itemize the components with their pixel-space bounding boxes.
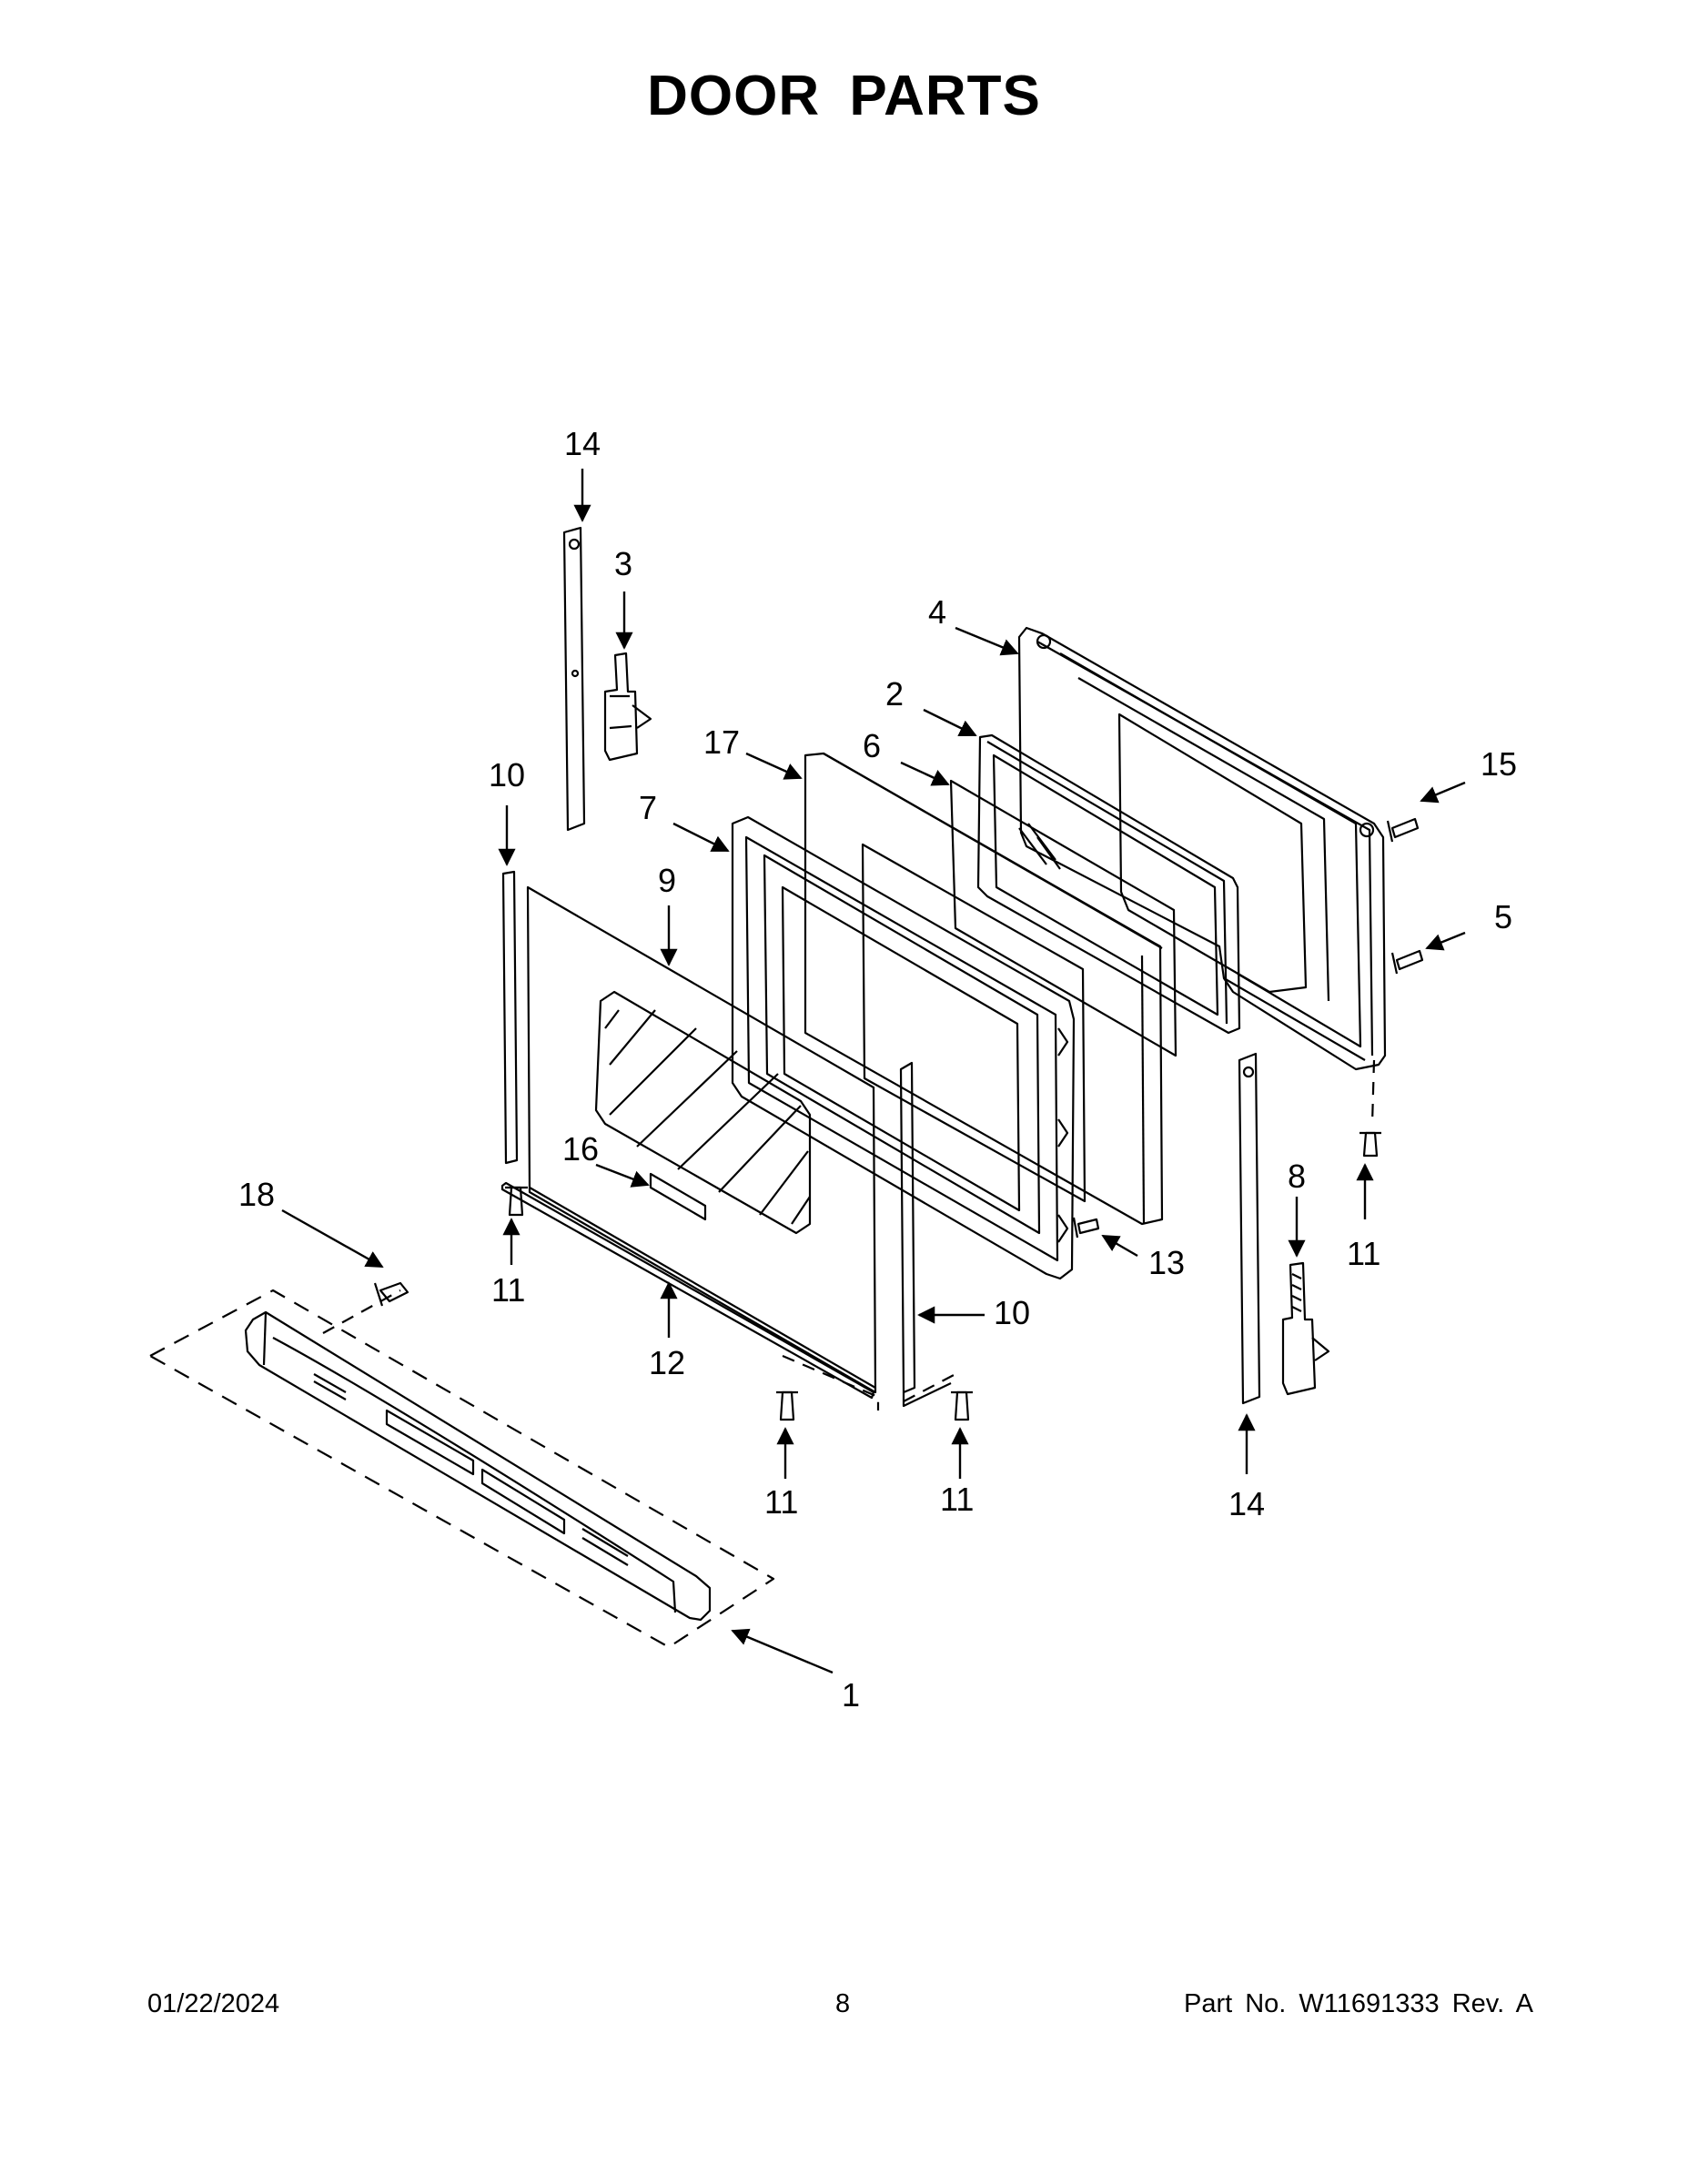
callout-11-right: 11 xyxy=(1347,1235,1380,1272)
callout-6: 6 xyxy=(863,727,881,764)
callout-2: 2 xyxy=(885,675,904,713)
screw-18 xyxy=(373,1281,409,1307)
screw-11-a xyxy=(505,1186,528,1217)
footer-date: 01/22/2024 xyxy=(147,1989,280,2018)
callout-15: 15 xyxy=(1481,745,1517,783)
hinge-bracket-right xyxy=(1238,1052,1261,1405)
door-handle xyxy=(244,1310,712,1622)
footer-page-number: 8 xyxy=(835,1989,851,2018)
door-hinge-left xyxy=(603,652,652,762)
callout-7: 7 xyxy=(639,789,657,826)
callout-3: 3 xyxy=(614,545,632,582)
assembly-lines xyxy=(322,1059,1376,1410)
callout-10-right: 10 xyxy=(994,1294,1030,1331)
callout-12: 12 xyxy=(649,1344,685,1381)
door-insulation xyxy=(804,752,1164,1226)
screw-11-b xyxy=(1359,1131,1381,1158)
brand-badge xyxy=(649,1172,707,1221)
bottom-trim-strip xyxy=(500,1181,875,1400)
page-title: DOOR PARTS xyxy=(647,65,1041,127)
callout-14-top: 14 xyxy=(564,425,601,462)
door-hinge-right xyxy=(1281,1261,1330,1396)
door-middle-panel xyxy=(861,843,1087,1203)
callout-16: 16 xyxy=(562,1130,599,1168)
callout-5: 5 xyxy=(1494,898,1512,935)
callout-14-bottom: 14 xyxy=(1228,1485,1265,1522)
screw-15 xyxy=(1386,817,1420,843)
callout-9: 9 xyxy=(658,862,676,899)
hinge-bracket-left xyxy=(562,526,586,832)
vent-channel-right xyxy=(899,1061,916,1394)
screw-11-c xyxy=(776,1390,798,1421)
callout-labels: 14 3 4 2 17 6 15 10 7 9 5 16 18 11 13 8 … xyxy=(238,425,1517,1714)
leader-lines xyxy=(281,469,1466,1674)
door-glass-assembly xyxy=(976,733,1241,1035)
outer-door-glass xyxy=(526,885,877,1394)
callout-1: 1 xyxy=(842,1676,860,1714)
handle-outline-dashed xyxy=(148,1289,775,1649)
callout-13: 13 xyxy=(1148,1244,1185,1281)
door-glass xyxy=(949,779,1178,1057)
callout-8: 8 xyxy=(1288,1158,1306,1195)
inner-door-liner xyxy=(1017,626,1387,1071)
door-frame xyxy=(731,815,1076,1280)
callout-10-left: 10 xyxy=(489,756,525,794)
callout-18: 18 xyxy=(238,1176,275,1213)
callout-11-bottom-a: 11 xyxy=(764,1483,798,1521)
screw-5 xyxy=(1390,949,1424,975)
screw-13 xyxy=(1072,1217,1100,1239)
footer-part-number: Part No. W11691333 Rev. A xyxy=(1183,1989,1533,2018)
callout-11-left: 11 xyxy=(491,1271,525,1309)
callout-11-bottom-b: 11 xyxy=(940,1481,974,1518)
channel-corner xyxy=(902,1382,952,1408)
screw-11-d xyxy=(951,1390,973,1421)
callout-4: 4 xyxy=(928,593,946,631)
vent-channel-left xyxy=(501,870,519,1165)
callout-17: 17 xyxy=(703,723,740,761)
